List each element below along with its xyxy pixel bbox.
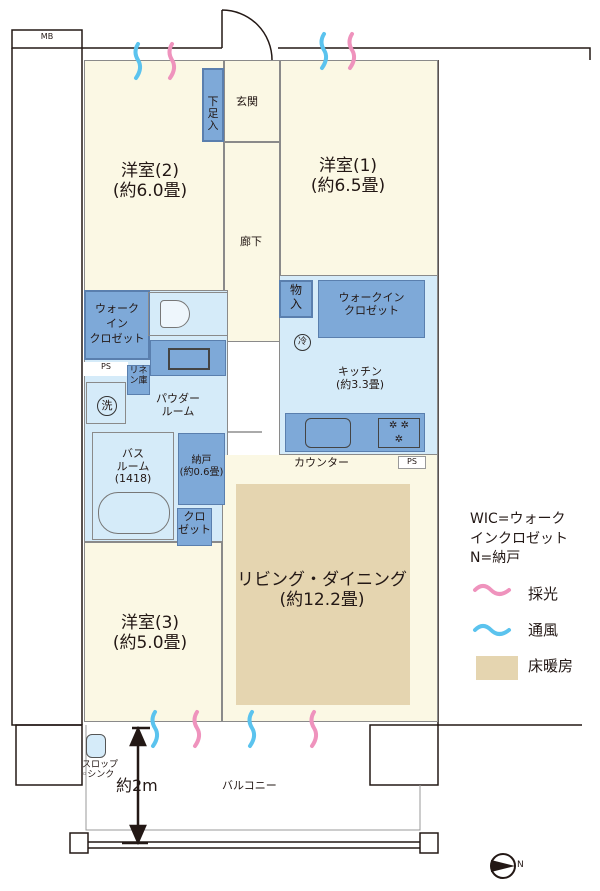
room2-label: 洋室(2)(約6.0畳) — [100, 161, 200, 201]
ventilation-wave-icon — [150, 710, 160, 748]
western-room-1 — [280, 60, 438, 277]
western-room-2 — [84, 60, 224, 292]
washer-space — [86, 382, 126, 424]
mb-label: MB — [40, 32, 54, 41]
bathtub-icon — [98, 492, 170, 534]
fridge-label: 冷 — [294, 334, 311, 351]
wic-left-label: ウォーク イン クロゼット — [89, 302, 145, 345]
floor-heating-swatch — [476, 656, 518, 680]
counter-label: カウンター — [294, 456, 349, 469]
north-compass-icon — [490, 853, 516, 879]
walk-in-closet-right — [318, 280, 425, 338]
corridor-label: 廊下 — [240, 235, 262, 248]
storage-closet — [279, 280, 313, 318]
shoe-storage-label: 下足入 — [207, 95, 219, 133]
bathroom — [92, 432, 174, 540]
legend-ventilation-label: 通風 — [528, 621, 559, 639]
kitchen-label: キッチン(約3.3畳) — [310, 365, 410, 391]
western-room-3 — [84, 542, 222, 722]
room3-size: (約5.0畳) — [112, 632, 188, 653]
closet — [177, 508, 212, 546]
room2-name: 洋室(2) — [120, 161, 180, 181]
ps-right: PS — [398, 456, 426, 469]
north-label: N — [517, 860, 524, 870]
ventilation-wave-icon — [473, 624, 511, 636]
walk-in-closet-left — [84, 290, 150, 360]
room2-size: (約6.0畳) — [112, 180, 188, 201]
linen-storage — [127, 365, 150, 395]
balcony-label: バルコニー — [222, 779, 277, 792]
room1-size: (約6.5畳) — [310, 175, 386, 196]
lighting-wave-icon — [167, 42, 177, 80]
lighting-wave-icon — [473, 584, 511, 596]
toilet-icon — [160, 300, 190, 328]
ps-left: PS — [84, 362, 128, 376]
kitchen-sink-icon — [305, 418, 351, 448]
ventilation-wave-icon — [319, 32, 329, 70]
slop-sink-label: スロップ ◦シンク — [82, 760, 119, 781]
legend-abbreviations: WIC=ウォーク インクロゼット N=納戸 — [470, 511, 568, 567]
room3-label: 洋室(3)(約5.0畳) — [100, 613, 200, 653]
ventilation-wave-icon — [133, 42, 143, 80]
slop-sink-icon — [86, 734, 106, 758]
ventilation-wave-icon — [247, 710, 257, 748]
vanity-sink-icon — [168, 348, 210, 370]
powder-room-label: パウダー ルーム — [156, 392, 200, 418]
storage-label: 物 入 — [289, 283, 302, 311]
ld-size: (約12.2畳) — [279, 589, 365, 610]
ld-label: リビング・ダイニング(約12.2畳) — [222, 570, 422, 610]
shoe-storage — [202, 68, 224, 142]
linen-label: リネ ン庫 — [129, 366, 148, 387]
ld-name: リビング・ダイニング — [237, 570, 407, 590]
closet-label: クロ ゼット — [178, 510, 211, 536]
room1-name: 洋室(1) — [318, 156, 378, 176]
lighting-wave-icon — [309, 710, 319, 748]
lighting-wave-icon — [192, 710, 202, 748]
entrance — [224, 60, 280, 142]
storeroom-label: 納戸 (約0.6畳) — [179, 455, 224, 478]
lighting-wave-icon — [347, 32, 357, 70]
washer-label: 洗 — [97, 396, 117, 416]
toilet-room — [148, 292, 228, 336]
stove-icon: ✲ ✲✲ — [378, 418, 420, 448]
entrance-label: 玄関 — [236, 95, 258, 108]
wic-right-label: ウォークイン クロゼット — [338, 291, 405, 317]
mb-box — [11, 29, 83, 49]
bath-label: バス ルーム (1418) — [114, 447, 152, 486]
floor-heating-area — [236, 484, 410, 705]
balcony-depth-arrow — [122, 725, 150, 846]
legend-floor-heating-label: 床暖房 — [528, 657, 574, 675]
legend-lighting-label: 採光 — [528, 585, 559, 603]
corridor — [224, 142, 280, 342]
room3-name: 洋室(3) — [120, 613, 180, 633]
kitchen-size: (約3.3畳) — [335, 377, 385, 391]
storeroom — [178, 433, 225, 505]
room1-label: 洋室(1)(約6.5畳) — [298, 156, 398, 196]
kitchen-name: キッチン — [338, 365, 382, 378]
